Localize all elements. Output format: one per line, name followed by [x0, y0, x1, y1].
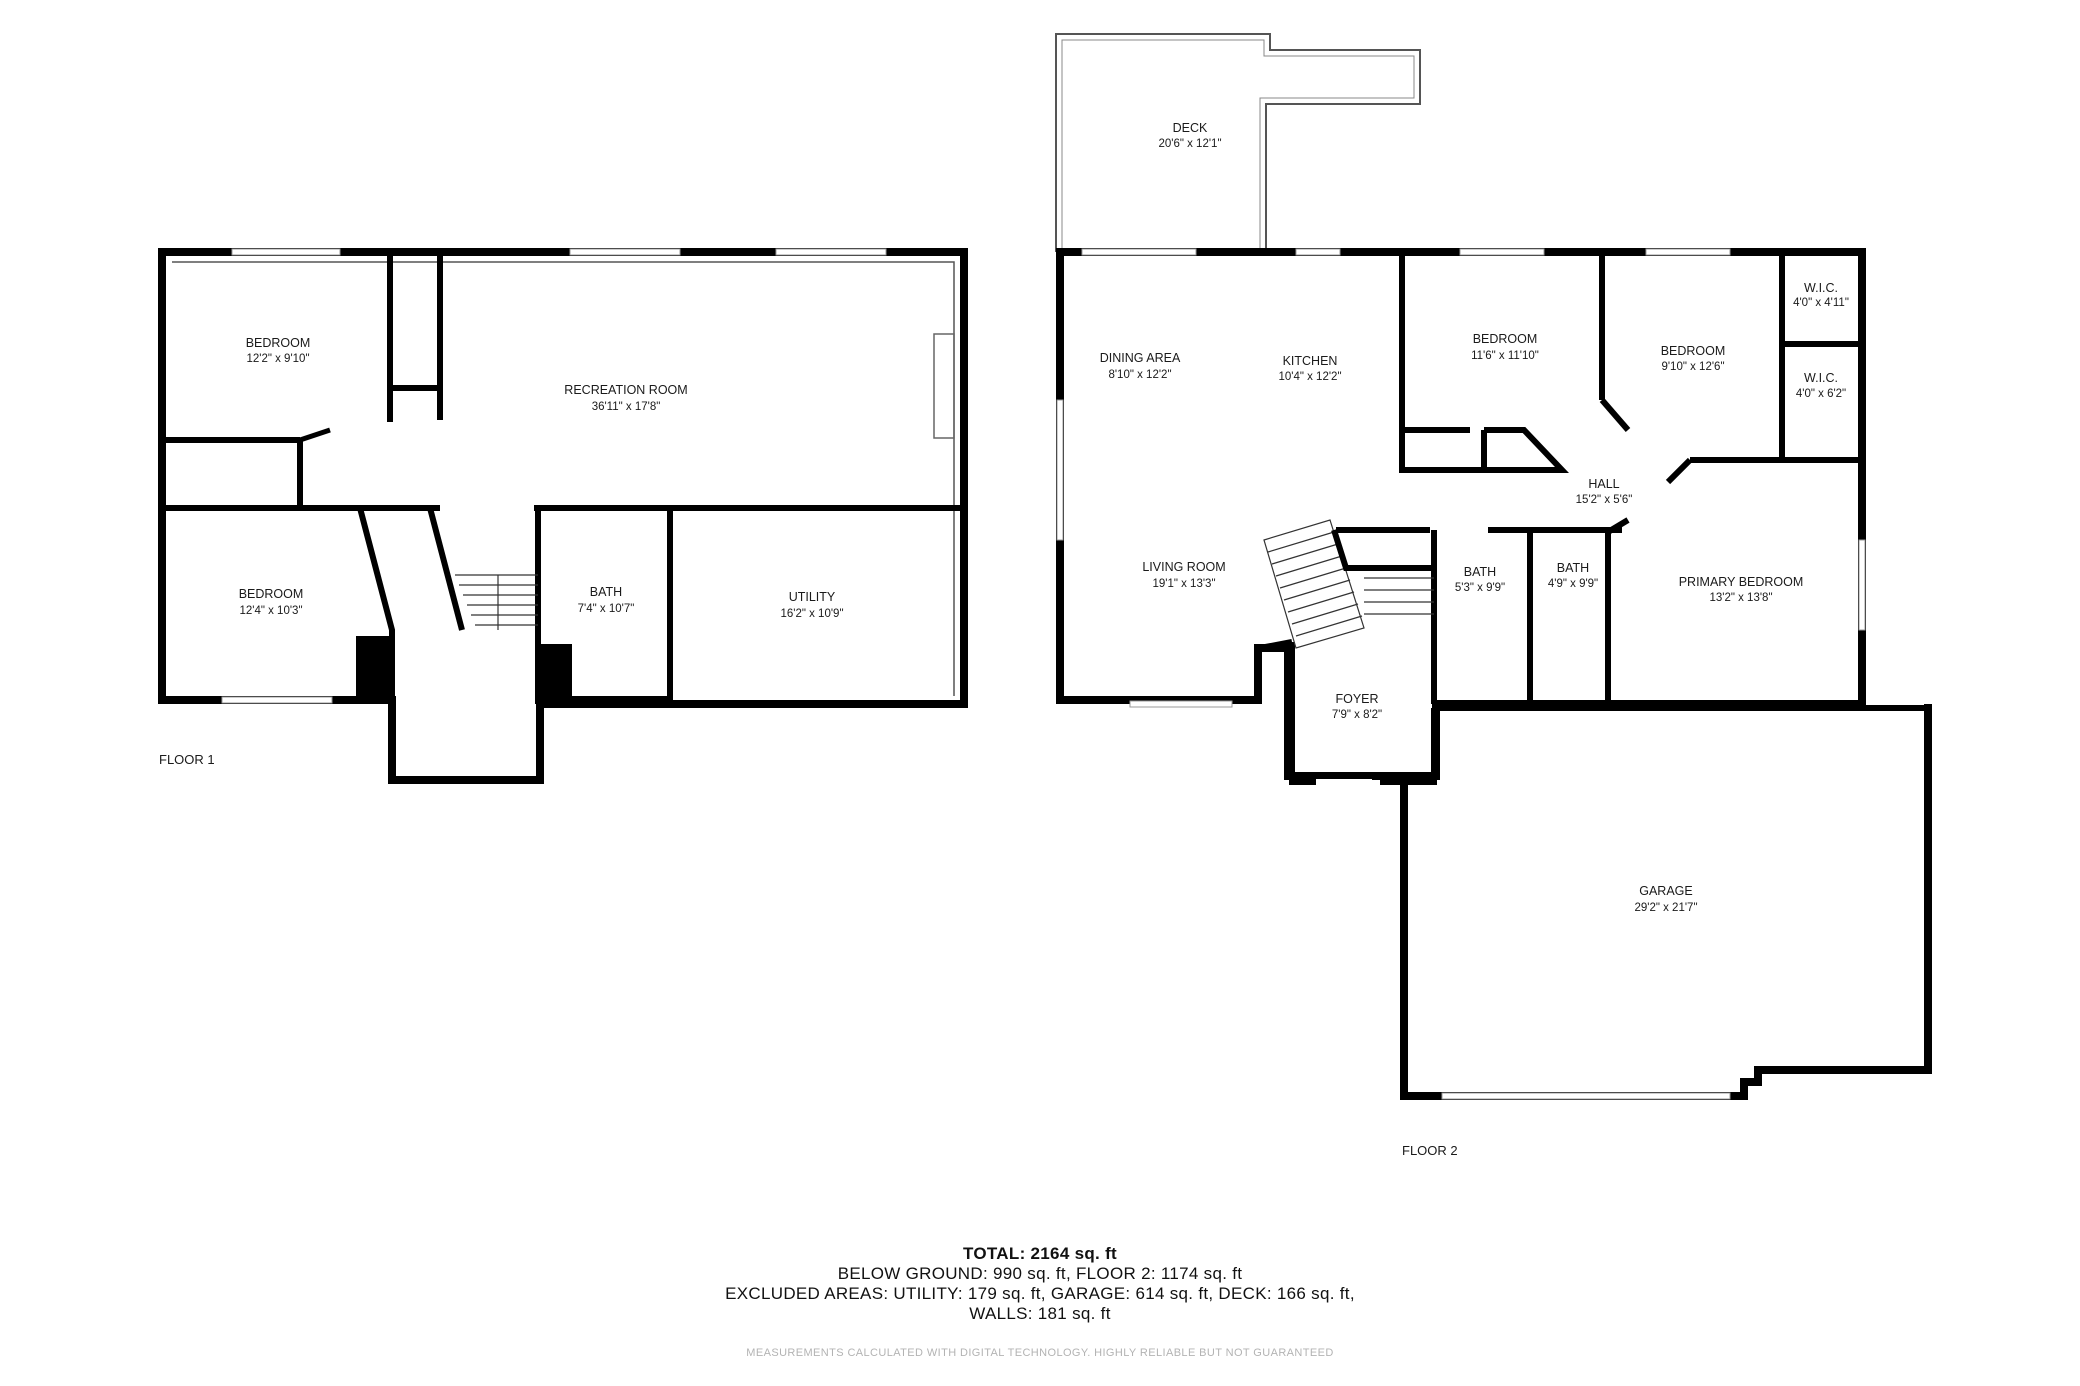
- room-dimensions: 4'0" x 6'2": [1796, 388, 1846, 400]
- room-dimensions: 13'2" x 13'8": [1709, 592, 1772, 604]
- room-dimensions: 20'6" x 12'1": [1158, 138, 1221, 150]
- area-summary: TOTAL: 2164 sq. ft BELOW GROUND: 990 sq.…: [0, 1244, 2080, 1324]
- room-dimensions: 7'9" x 8'2": [1332, 709, 1382, 721]
- room-name: BEDROOM: [1661, 344, 1726, 358]
- room-name: DINING AREA: [1100, 351, 1181, 365]
- walls-area: WALLS: 181 sq. ft: [969, 1304, 1111, 1323]
- room-dimensions: 7'4" x 10'7": [578, 603, 635, 615]
- room-name: BATH: [1557, 561, 1589, 575]
- room-name: HALL: [1588, 477, 1619, 491]
- room-name: BEDROOM: [239, 587, 304, 601]
- floor-1-fill-block: [540, 644, 572, 706]
- floor-2-wall: [1599, 398, 1631, 432]
- floor-2-plan: [1055, 33, 1932, 1100]
- room-dimensions: 11'6" x 11'10": [1471, 350, 1539, 362]
- floor-2-wall: [1665, 457, 1693, 485]
- room-name: BATH: [1464, 565, 1496, 579]
- room-name: BEDROOM: [246, 336, 311, 350]
- floor-1-stairs: [455, 574, 538, 630]
- room-dimensions: 9'10" x 12'6": [1661, 361, 1724, 373]
- room-dimensions: 12'4" x 10'3": [239, 605, 302, 617]
- room-name: FOYER: [1335, 692, 1378, 706]
- room-dimensions: 19'1" x 13'3": [1152, 578, 1215, 590]
- floor-2-windows: [1057, 249, 1865, 1099]
- foyer-wall: [1380, 708, 1437, 785]
- floor-2-exterior-wall: [1056, 248, 1866, 780]
- room-name: BATH: [590, 585, 622, 599]
- deck-outline: [1055, 33, 1421, 252]
- floor-2-closet-wall: [1484, 427, 1569, 473]
- floor-1-windows: [222, 249, 886, 703]
- room-dimensions: 4'0" x 4'11": [1793, 297, 1849, 309]
- fireplace-icon: [933, 333, 955, 439]
- room-dimensions: 16'2" x 10'9": [780, 608, 843, 620]
- room-dimensions: 8'10" x 12'2": [1108, 369, 1171, 381]
- floor-1-window-frames: [221, 248, 887, 704]
- room-dimensions: 12'2" x 9'10": [246, 353, 309, 365]
- room-name: DECK: [1173, 121, 1208, 135]
- floor-2-wall: [1605, 517, 1630, 704]
- room-name: LIVING ROOM: [1142, 560, 1225, 574]
- room-name: RECREATION ROOM: [564, 383, 687, 397]
- floor-1-closet: [387, 249, 443, 391]
- room-name: W.I.C.: [1804, 371, 1838, 385]
- floor-2-wall: [1331, 529, 1434, 571]
- garage-wall: [1400, 704, 1932, 1100]
- floor-1-inner-outline: [172, 261, 955, 696]
- floor-1-fill-block: [540, 696, 670, 708]
- excluded-areas: EXCLUDED AREAS: UTILITY: 179 sq. ft, GAR…: [725, 1284, 1355, 1303]
- room-dimensions: 29'2" x 21'7": [1634, 902, 1697, 914]
- room-dimensions: 5'3" x 9'9": [1455, 582, 1505, 594]
- floor-2-window-frames: [1056, 248, 1866, 1100]
- floor-1-stair-wall: [427, 507, 465, 631]
- total-area: TOTAL: 2164 sq. ft: [962, 1244, 1118, 1263]
- deck-inner-outline: [1061, 39, 1415, 252]
- room-dimensions: 10'4" x 12'2": [1278, 371, 1341, 383]
- room-name: PRIMARY BEDROOM: [1679, 575, 1804, 589]
- floor-2-label: FLOOR 2: [1402, 1143, 1458, 1158]
- room-dimensions: 15'2" x 5'6": [1576, 494, 1633, 506]
- floor-2-stairs: [1263, 519, 1434, 649]
- foyer-wall: [1259, 639, 1293, 651]
- room-name: BEDROOM: [1473, 332, 1538, 346]
- floor-1-wall: [299, 427, 331, 443]
- room-name: KITCHEN: [1283, 354, 1338, 368]
- room-name: UTILITY: [789, 590, 836, 604]
- room-dimensions: 36'11" x 17'8": [592, 401, 661, 413]
- room-name: GARAGE: [1639, 884, 1693, 898]
- floor-1-plan: [158, 248, 968, 784]
- floor-1-label: FLOOR 1: [159, 752, 215, 767]
- disclaimer: MEASUREMENTS CALCULATED WITH DIGITAL TEC…: [746, 1347, 1334, 1359]
- area-breakdown: BELOW GROUND: 990 sq. ft, FLOOR 2: 1174 …: [837, 1264, 1243, 1283]
- room-dimensions: 4'9" x 9'9": [1548, 578, 1598, 590]
- floor-2-closet-wall: [1399, 430, 1487, 473]
- floor-1-fill-block: [356, 636, 392, 702]
- room-name: W.I.C.: [1804, 281, 1838, 295]
- room-labels: BEDROOM 12'2" x 9'10" RECREATION ROOM 36…: [159, 121, 1849, 1158]
